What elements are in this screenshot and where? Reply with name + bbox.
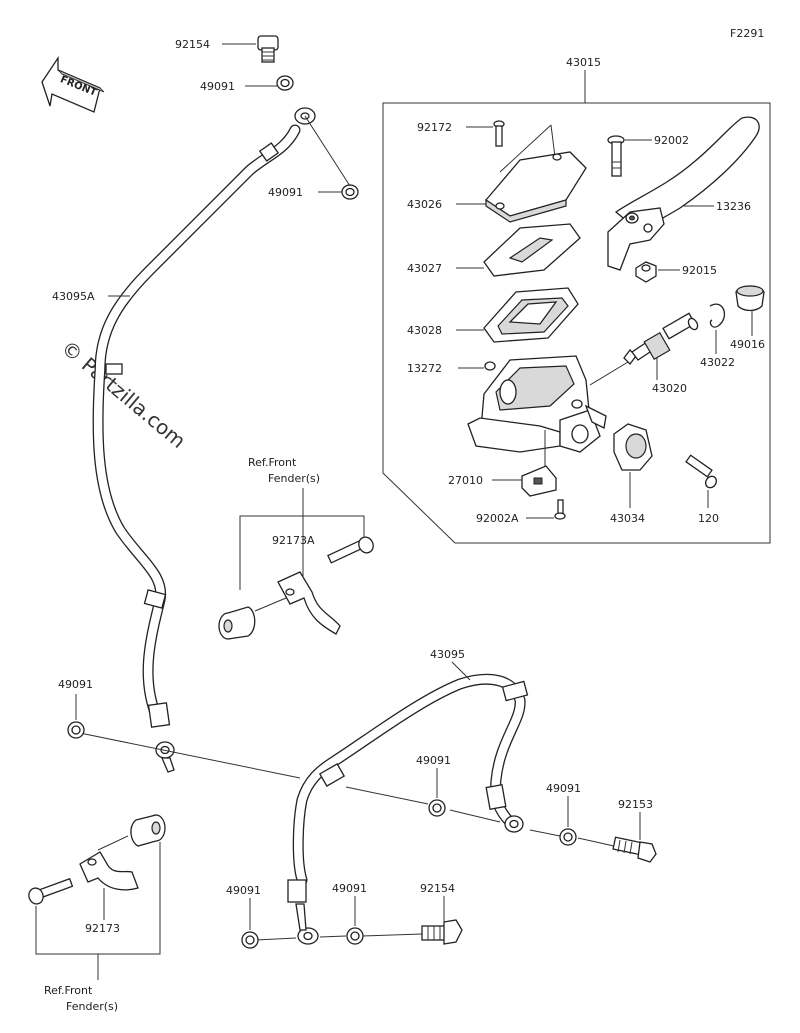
label-49091-e: 49091: [546, 782, 581, 795]
reservoir-cap-43026: [485, 151, 587, 223]
label-43028: 43028: [407, 324, 442, 337]
bolt-top-fender: [327, 536, 374, 564]
label-92002A: 92002A: [476, 512, 519, 525]
label-49091-g: 49091: [332, 882, 367, 895]
circlip-43022: [709, 303, 726, 328]
bolt-92002: [607, 135, 625, 177]
label-43015: 43015: [566, 56, 601, 69]
clamp-43034: [613, 423, 653, 471]
label-49091-c: 49091: [58, 678, 93, 691]
label-13272: 13272: [407, 362, 442, 375]
nut-92015: [635, 261, 657, 283]
figure-code: F2291: [730, 27, 764, 40]
label-43034: 43034: [610, 512, 645, 525]
label-49091-a: 49091: [200, 80, 235, 93]
label-49091-d: 49091: [416, 754, 451, 767]
plate-43027: [483, 223, 581, 277]
master-cylinder-group-box: [382, 102, 771, 544]
bolt-120: [685, 454, 717, 489]
ref-label-top-line1: Ref.Front: [248, 456, 297, 469]
label-92154-top: 92154: [175, 38, 210, 51]
label-27010: 27010: [448, 474, 483, 487]
label-92002: 92002: [654, 134, 689, 147]
switch-27010: [521, 465, 557, 497]
master-cylinder-body: [467, 355, 607, 453]
label-43027: 43027: [407, 262, 442, 275]
brake-hose-43095: [287, 673, 529, 945]
banjo-bolt-92154-bottom: [421, 919, 463, 945]
label-92015: 92015: [682, 264, 717, 277]
front-arrow-icon: FRONT: [41, 55, 105, 113]
part-13272: [484, 361, 496, 371]
label-92173: 92173: [85, 922, 120, 935]
grommet-92173-bottom: [130, 814, 166, 847]
grommet-92173A-top: [218, 606, 256, 640]
label-43020: 43020: [652, 382, 687, 395]
banjo-bolt-92154-top: [257, 35, 279, 63]
label-92172: 92172: [417, 121, 452, 134]
watermark: © Partzilla.com: [57, 335, 191, 453]
piston-43020: [623, 312, 699, 365]
screw-92172: [493, 120, 505, 147]
banjo-bolt-92153: [612, 836, 657, 863]
label-92154-bottom: 92154: [420, 882, 455, 895]
brake-lever-13236: [607, 116, 760, 271]
label-49091-b: 49091: [268, 186, 303, 199]
label-92173A: 92173A: [272, 534, 315, 547]
label-43022: 43022: [700, 356, 735, 369]
label-43095: 43095: [430, 648, 465, 661]
label-43026: 43026: [407, 198, 442, 211]
diaphragm-43028: [483, 287, 579, 343]
screw-92002A: [554, 499, 566, 520]
label-49016: 49016: [730, 338, 765, 351]
ref-label-bottom-line1: Ref.Front: [44, 984, 93, 997]
label-120: 120: [698, 512, 719, 525]
bolt-bottom-fender: [28, 877, 74, 905]
brake-hose-43095A: [92, 107, 316, 773]
label-13236: 13236: [716, 200, 751, 213]
clamp-bracket-bottom: [79, 851, 139, 891]
ref-label-bottom-line2: Fender(s): [66, 1000, 118, 1013]
label-92153: 92153: [618, 798, 653, 811]
label-49091-f: 49091: [226, 884, 261, 897]
boot-49016: [735, 285, 765, 312]
ref-label-top-line2: Fender(s): [268, 472, 320, 485]
clamp-bracket-top: [277, 571, 341, 635]
label-43095A: 43095A: [52, 290, 95, 303]
